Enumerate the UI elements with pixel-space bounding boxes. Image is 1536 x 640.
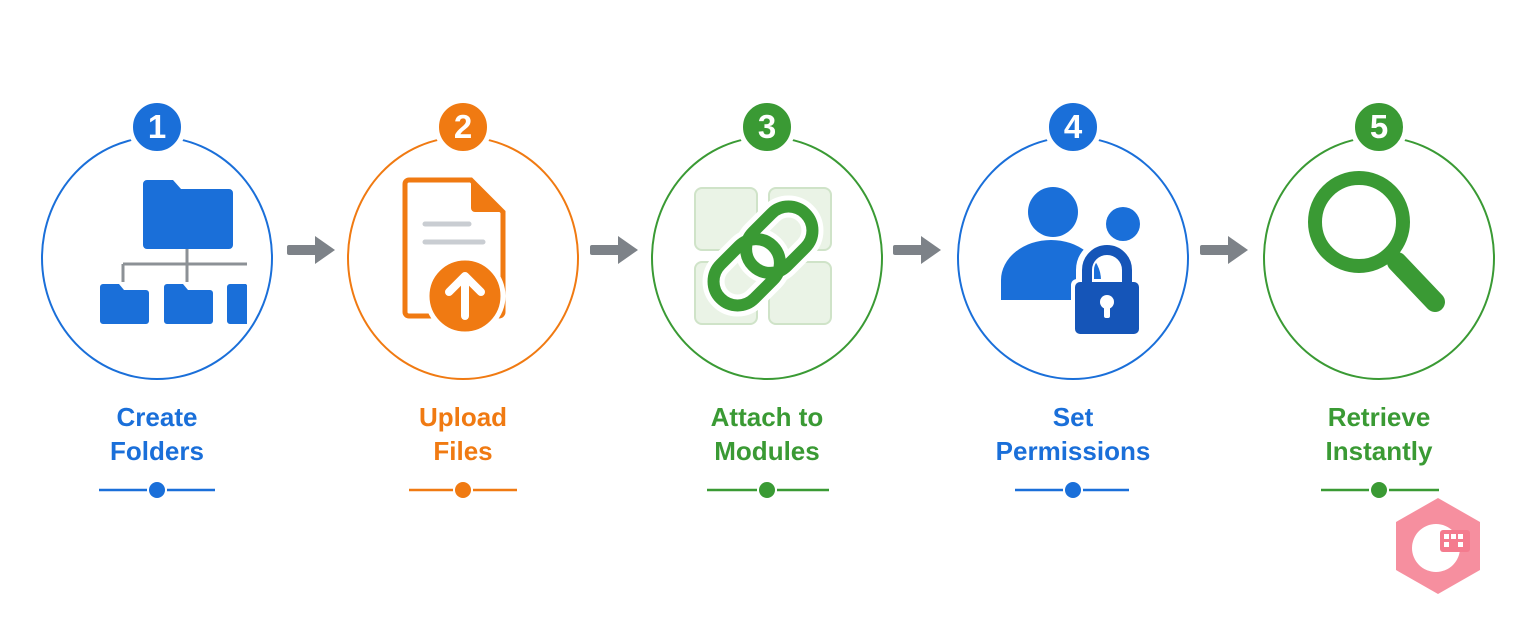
step-1: 1 Create Folders: [37, 0, 277, 640]
step-1-label: Create Folders: [37, 400, 277, 468]
step-5: 5 Retrieve Instantly: [1259, 0, 1499, 640]
step-2-label: Upload Files: [343, 400, 583, 468]
step-3: 3 Attach to Modules: [647, 0, 887, 640]
file-upload-icon: [402, 177, 506, 337]
watermark-logo-icon: [1396, 498, 1480, 594]
step-4-divider-dot: [1015, 482, 1129, 498]
step-3-number-badge: 3: [738, 98, 796, 156]
flow-arrow-4: [1200, 236, 1248, 264]
step-2: 2 Upload Files: [343, 0, 583, 640]
search-icon: [1308, 171, 1445, 312]
step-2-divider-dot: [409, 482, 517, 498]
step-1-label-line-1: Create: [116, 402, 198, 432]
step-3-divider-dot: [707, 482, 829, 498]
step-3-ring: [651, 136, 883, 380]
flow-arrow-3: [893, 236, 941, 264]
flow-arrow-1: [287, 236, 335, 264]
step-1-label-line-2: Folders: [110, 436, 204, 466]
flow-arrow-2: [590, 236, 638, 264]
step-2-label-line-1: Upload: [418, 402, 508, 432]
step-4: 4 Set Permissions: [953, 0, 1193, 640]
step-1-number-badge: 1: [128, 98, 186, 156]
step-4-number-badge: 4: [1044, 98, 1102, 156]
step-5-number-badge: 5: [1350, 98, 1408, 156]
step-4-label: Set Permissions: [953, 400, 1193, 468]
step-5-label-line-2: Instantly: [1325, 436, 1433, 466]
step-3-label: Attach to Modules: [647, 400, 887, 468]
step-5-label-line-1: Retrieve: [1327, 402, 1431, 432]
user-lock-icon: [1001, 187, 1143, 337]
step-2-number-badge: 2: [434, 98, 492, 156]
folder-hierarchy-icon: [100, 180, 247, 324]
step-5-divider-dot: [1321, 482, 1439, 498]
step-3-label-line-1: Attach to: [710, 402, 824, 432]
step-2-label-line-2: Files: [433, 436, 493, 466]
step-3-label-line-2: Modules: [714, 436, 820, 466]
step-4-label-line-2: Permissions: [995, 436, 1151, 466]
step-1-divider-dot: [99, 482, 215, 498]
step-5-label: Retrieve Instantly: [1259, 400, 1499, 468]
step-4-label-line-1: Set: [1052, 402, 1094, 432]
step-1-ring: [41, 136, 273, 380]
link-modules-icon: [694, 187, 832, 325]
